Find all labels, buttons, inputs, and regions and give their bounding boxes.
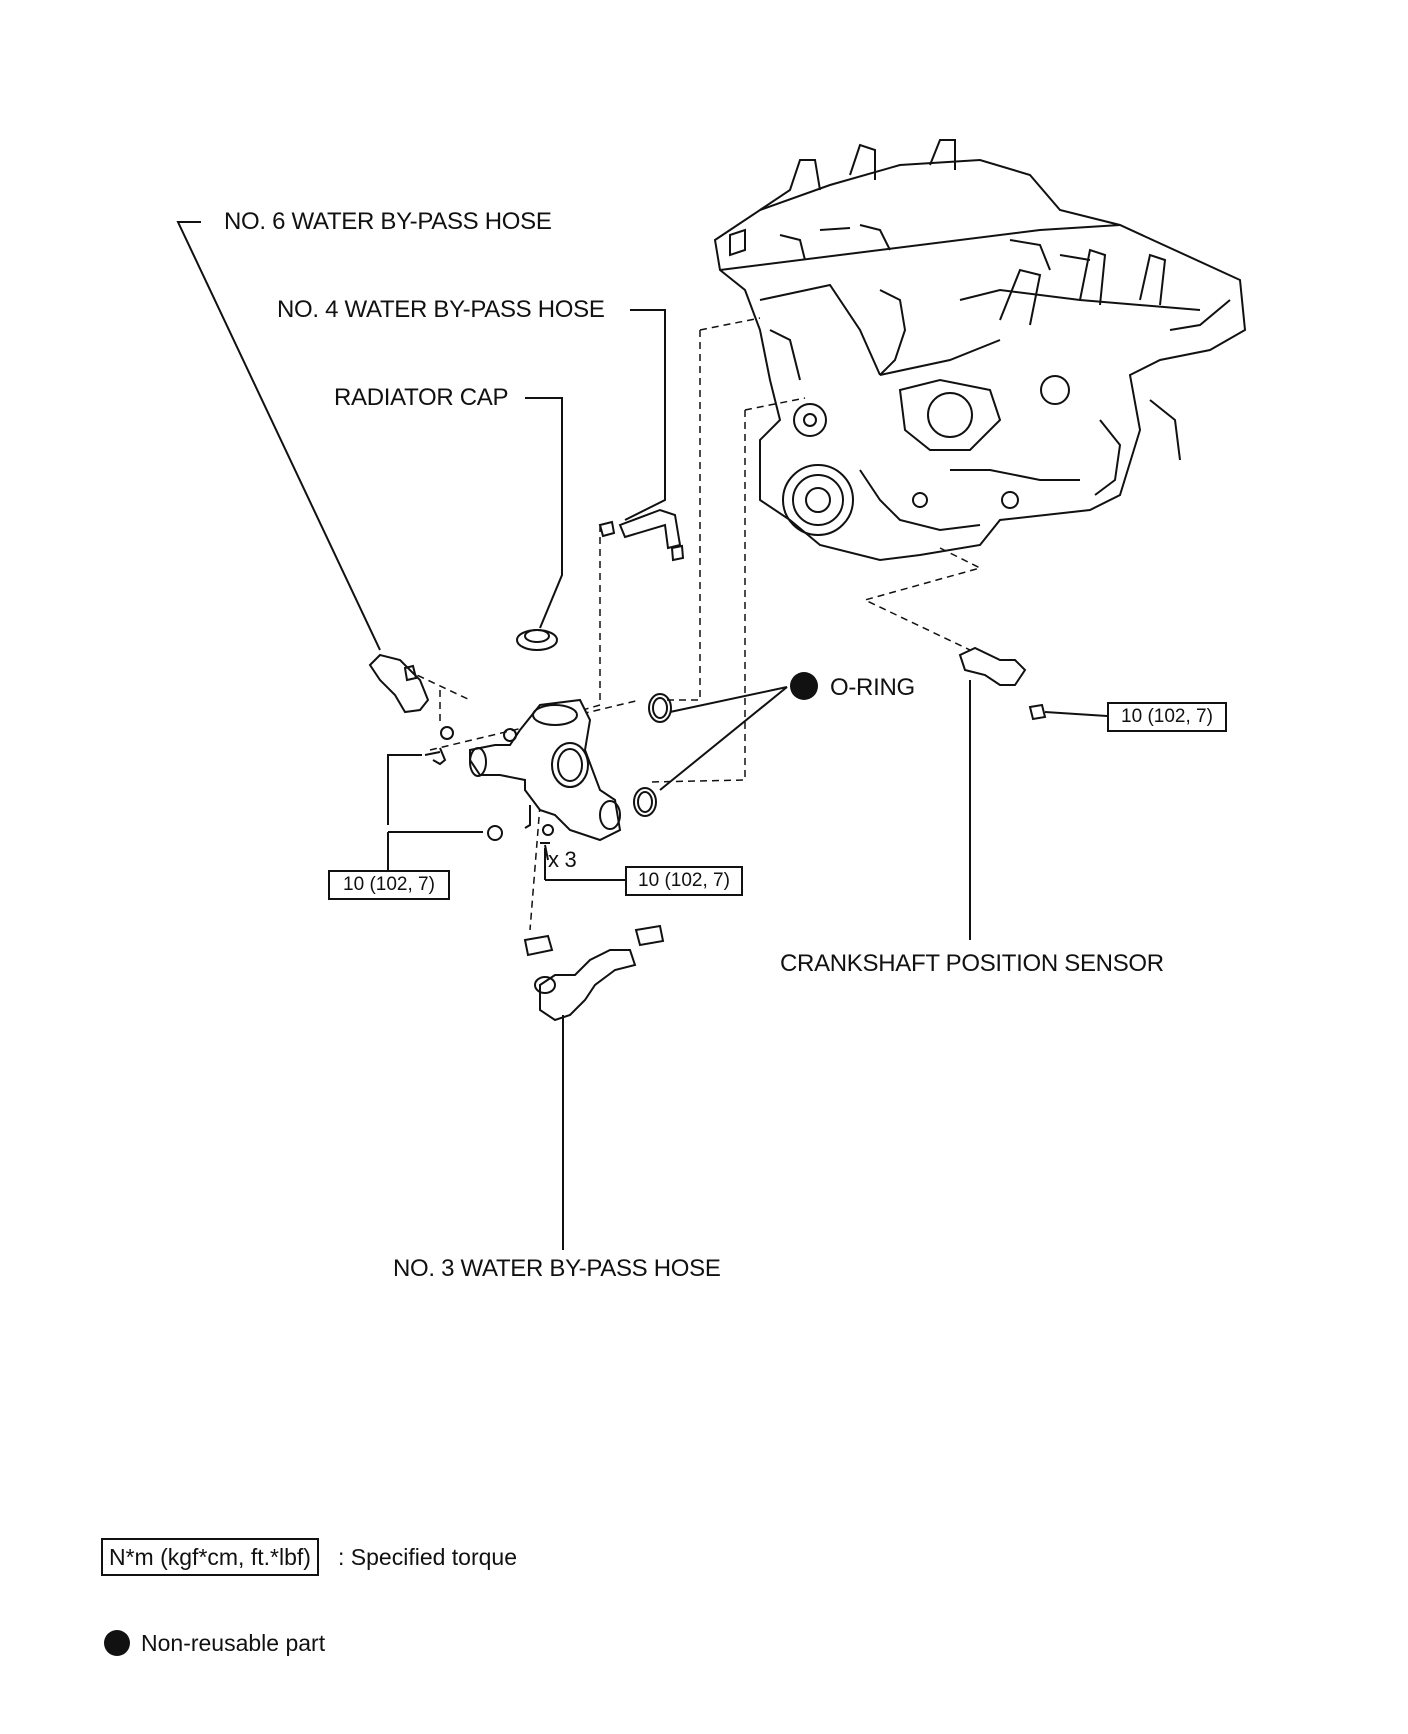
housing-fasteners — [424, 726, 550, 861]
non-reusable-marker — [790, 672, 818, 700]
torque-box-inlet-left: 10 (102, 7) — [328, 870, 450, 900]
leader-lines — [176, 221, 1108, 1250]
label-radiator-cap: RADIATOR CAP — [334, 384, 509, 411]
no6-hose-part — [368, 653, 430, 714]
o-rings — [633, 693, 672, 817]
label-o-ring: O-RING — [830, 674, 915, 701]
legend-torque-desc: : Specified torque — [338, 1544, 518, 1570]
label-no3-water-bypass-hose: NO. 3 WATER BY-PASS HOSE — [393, 1255, 721, 1282]
label-no4-water-bypass-hose: NO. 4 WATER BY-PASS HOSE — [277, 296, 605, 323]
legend-torque-unit-box: N*m (kgf*cm, ft.*lbf) — [101, 1538, 319, 1576]
engine-block — [713, 139, 1247, 562]
bolt-quantity: x 3 — [548, 847, 577, 872]
torque-box-sensor-bolt: 10 (102, 7) — [1107, 702, 1227, 732]
no4-hose-part — [598, 508, 685, 562]
water-inlet-housing — [469, 698, 622, 842]
crankshaft-sensor-part — [958, 646, 1047, 721]
legend-non-reusable-dot — [104, 1630, 130, 1656]
label-no6-water-bypass-hose: NO. 6 WATER BY-PASS HOSE — [224, 208, 552, 235]
torque-box-inlet-right: 10 (102, 7) — [625, 866, 743, 896]
no3-hose-part — [523, 924, 665, 1022]
legend-non-reusable-desc: Non-reusable part — [141, 1630, 326, 1656]
radiator-cap-part — [516, 629, 558, 651]
label-crankshaft-position-sensor: CRANKSHAFT POSITION SENSOR — [780, 950, 1164, 977]
